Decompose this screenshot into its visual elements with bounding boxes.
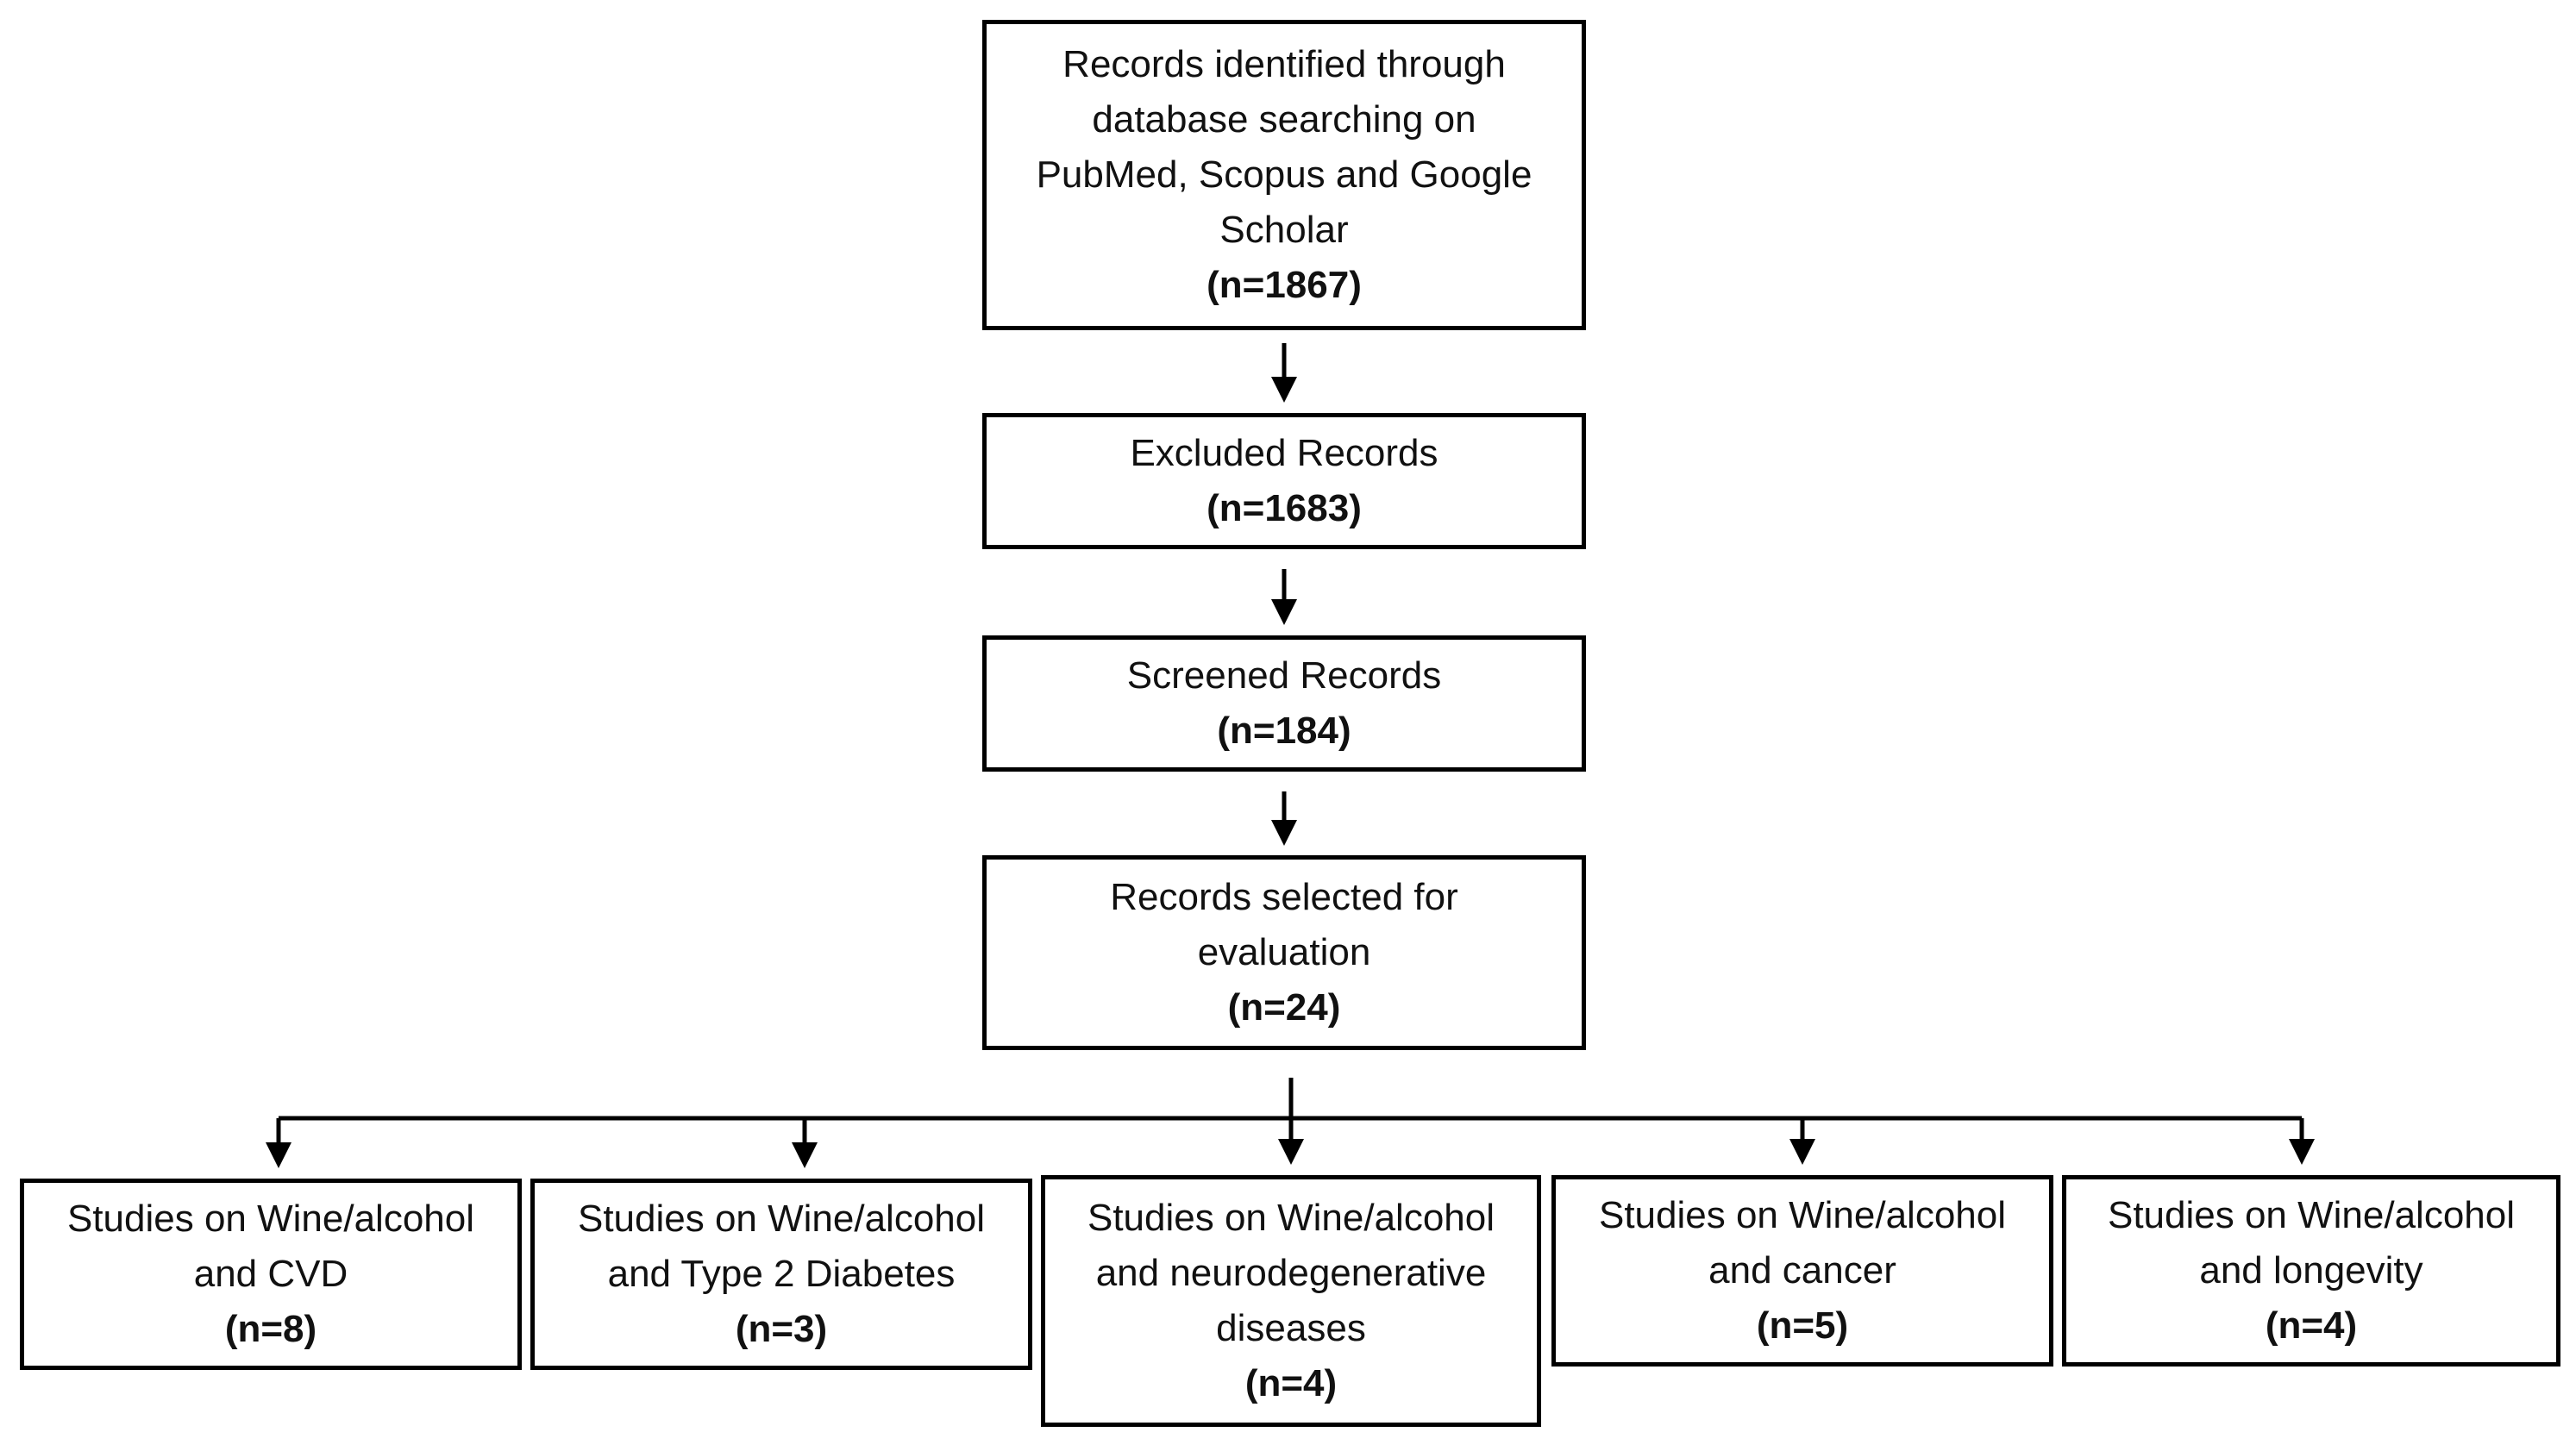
cancer-studies-box: Studies on Wine/alcohol and cancer (n=5) — [1551, 1175, 2053, 1367]
records-identified-line-4: Scholar — [1219, 209, 1349, 251]
excluded-records-label: Excluded Records — [1130, 432, 1438, 474]
longevity-studies-box: Studies on Wine/alcohol and longevity (n… — [2062, 1175, 2560, 1367]
records-identified-line-1: Records identified through — [1062, 43, 1506, 85]
diabetes-studies-line-1: Studies on Wine/alcohol — [577, 1198, 986, 1240]
cancer-studies-line-1: Studies on Wine/alcohol — [1598, 1194, 2007, 1236]
cvd-studies-count: (n=8) — [224, 1308, 317, 1350]
records-selected-line-1: Records selected for — [1110, 876, 1458, 918]
screened-records-box: Screened Records (n=184) — [982, 635, 1586, 772]
longevity-studies-line-1: Studies on Wine/alcohol — [2107, 1194, 2516, 1236]
records-selected-count: (n=24) — [1227, 986, 1341, 1029]
records-identified-count: (n=1867) — [1207, 264, 1362, 306]
cvd-studies-box: Studies on Wine/alcohol and CVD (n=8) — [20, 1179, 522, 1370]
records-selected-line-2: evaluation — [1197, 931, 1371, 973]
records-identified-line-3: PubMed, Scopus and Google — [1036, 153, 1532, 196]
longevity-studies-count: (n=4) — [2265, 1304, 2358, 1347]
neuro-studies-count: (n=4) — [1244, 1362, 1338, 1404]
records-identified-line-2: database searching on — [1092, 98, 1476, 141]
neuro-studies-line-1: Studies on Wine/alcohol — [1087, 1197, 1495, 1239]
screened-records-count: (n=184) — [1217, 710, 1351, 752]
cancer-studies-line-2: and cancer — [1708, 1249, 1896, 1292]
screened-records-label: Screened Records — [1126, 654, 1442, 697]
cancer-studies-count: (n=5) — [1756, 1304, 1849, 1347]
cvd-studies-line-2: and CVD — [193, 1253, 348, 1295]
diabetes-studies-count: (n=3) — [735, 1308, 828, 1350]
excluded-records-count: (n=1683) — [1207, 487, 1362, 529]
longevity-studies-line-2: and longevity — [2199, 1249, 2423, 1292]
neurodegenerative-studies-box: Studies on Wine/alcohol and neurodegener… — [1041, 1175, 1541, 1427]
neuro-studies-line-3: diseases — [1216, 1307, 1366, 1349]
records-selected-box: Records selected for evaluation (n=24) — [982, 855, 1586, 1050]
records-identified-box: Records identified through database sear… — [982, 20, 1586, 330]
diabetes-studies-box: Studies on Wine/alcohol and Type 2 Diabe… — [530, 1179, 1032, 1370]
neuro-studies-line-2: and neurodegenerative — [1095, 1252, 1487, 1294]
excluded-records-box: Excluded Records (n=1683) — [982, 413, 1586, 549]
cvd-studies-line-1: Studies on Wine/alcohol — [66, 1198, 475, 1240]
diabetes-studies-line-2: and Type 2 Diabetes — [607, 1253, 956, 1295]
